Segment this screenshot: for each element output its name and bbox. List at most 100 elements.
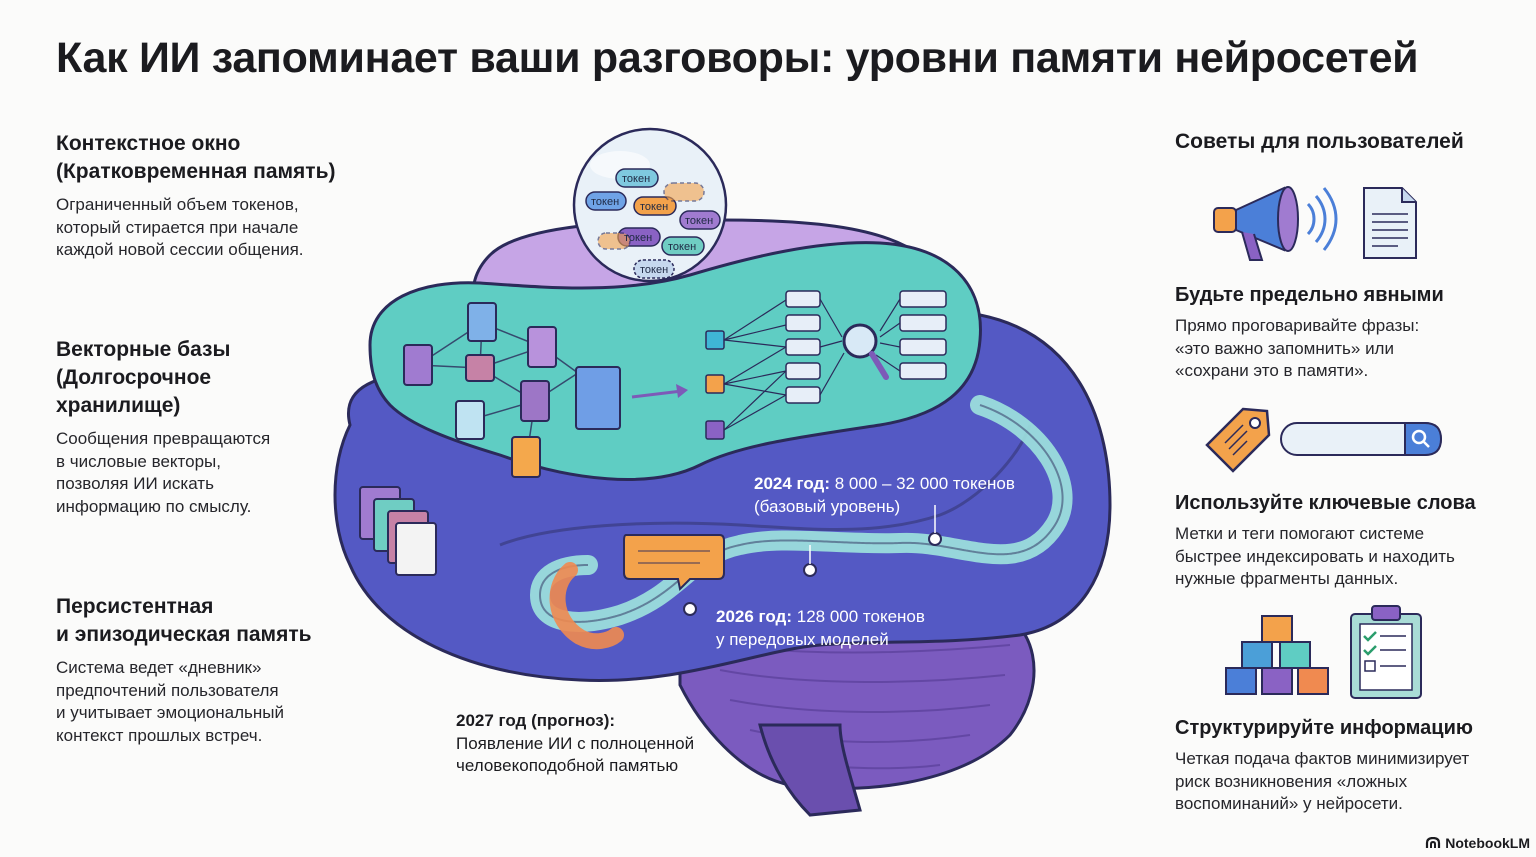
tip-keywords-heading: Используйте ключевые слова: [1175, 492, 1476, 514]
vector-slot: [785, 362, 821, 380]
timeline-year: 2026 год:: [716, 607, 793, 626]
timeline-2024-label: 2024 год: 8 000 – 32 000 токенов (базовы…: [754, 473, 1015, 518]
page-title: Как ИИ запоминает ваши разговоры: уровни…: [56, 34, 1419, 82]
chat-bubble-icon: [623, 534, 725, 592]
text-line: в числовые векторы,: [56, 451, 221, 471]
context-window-block: Контекстное окно (Кратковременная память…: [56, 130, 386, 262]
vector-slot: [785, 386, 821, 404]
text-line: каждой новой сессии общения.: [56, 240, 304, 259]
vector-slot: [785, 290, 821, 308]
timeline-value: 8 000 – 32 000 токенов: [830, 474, 1015, 493]
token-chip: [679, 210, 721, 230]
token-chip: [597, 232, 631, 250]
megaphone-icon: [1213, 186, 1338, 261]
token-label: токен: [640, 264, 668, 276]
network-arrow: [631, 389, 683, 399]
doc-node: [527, 326, 557, 368]
timeline-marker: [803, 563, 817, 577]
vector-slot: [785, 314, 821, 332]
document-icon: [1363, 187, 1417, 259]
timeline-marker: [683, 602, 697, 616]
tag-icon: [1205, 407, 1271, 473]
timeline-value: 128 000 токенов: [792, 607, 925, 626]
doc-node: [520, 380, 550, 422]
brain-diagram: токен токен токен токен токен токен токе…: [320, 125, 1140, 825]
brain-stem: [758, 723, 862, 817]
input-node: [705, 374, 725, 394]
token-chip: [633, 196, 677, 216]
inner-fold: [499, 424, 1032, 547]
doc-node: [467, 302, 497, 342]
token-label: токен: [685, 215, 713, 227]
input-lines: [723, 299, 787, 431]
slot-lines: [819, 298, 901, 396]
context-window-text: Ограниченный объем токенов, который стир…: [56, 194, 386, 262]
vector-slot: [785, 338, 821, 356]
text-line: риск возникновения «ложных: [1175, 771, 1408, 791]
heading-line: (Кратковременная память): [56, 160, 336, 183]
timeline-year: 2024 год:: [754, 474, 831, 493]
doc-node: [455, 400, 485, 440]
vector-db-text: Сообщения превращаются в числовые вектор…: [56, 428, 386, 518]
text-line: «сохрани это в памяти».: [1175, 361, 1369, 380]
tip-keywords: Используйте ключевые слова Метки и теги …: [1175, 489, 1515, 591]
tip-explicit-text: Прямо проговаривайте фразы: «это важно з…: [1175, 315, 1515, 383]
tip-structure-text: Четкая подача фактов минимизирует риск в…: [1175, 748, 1515, 816]
token-label: токен: [640, 201, 668, 213]
blocks-icon: [1225, 615, 1329, 695]
vector-slot: [899, 290, 947, 308]
tip-explicit: Будьте предельно явными Прямо проговарив…: [1175, 281, 1515, 383]
episodic-memory-heading: Персистентная и эпизодическая память: [56, 593, 386, 649]
vector-slot: [899, 314, 947, 332]
text-line: информацию по смыслу.: [56, 496, 252, 516]
heading-line: Векторные базы: [56, 338, 231, 361]
timeline-glow: [549, 562, 624, 650]
text-line: воспоминаний» у нейросети.: [1175, 794, 1403, 813]
doc-node: [575, 366, 621, 430]
text-line: «это важно запомнить» или: [1175, 338, 1394, 358]
vector-db-heading: Векторные базы (Долгосрочное хранилище): [56, 336, 386, 420]
search-magnifier-icon: [842, 323, 878, 359]
token-label: токен: [624, 232, 652, 244]
text-line: контекст прошлых встреч.: [56, 725, 263, 745]
text-line: Четкая подача фактов минимизирует: [1175, 749, 1470, 768]
timeline-line: Появление ИИ с полноценной: [456, 733, 695, 753]
search-bar-icon: [1280, 422, 1443, 456]
heading-line: хранилище): [56, 394, 181, 417]
token-label: токен: [591, 196, 619, 208]
token-label: токен: [668, 241, 696, 253]
timeline-marker: [928, 532, 942, 546]
timeline-2027-label: 2027 год (прогноз): Появление ИИ с полно…: [456, 710, 694, 778]
token-chip: [661, 236, 705, 256]
timeline-sub: у передовых моделей: [716, 629, 889, 649]
vector-slots: [785, 290, 947, 404]
tip-explicit-heading: Будьте предельно явными: [1175, 284, 1444, 306]
vector-docs: [403, 302, 621, 478]
notebooklm-logo-icon: [1426, 837, 1441, 848]
checklist-icon: [1350, 605, 1422, 699]
heading-line: и эпизодическая память: [56, 623, 312, 646]
text-line: Прямо проговаривайте фразы:: [1175, 316, 1420, 335]
brand-name: NotebookLM: [1445, 835, 1530, 851]
token-chips: [585, 168, 721, 279]
context-window-heading: Контекстное окно (Кратковременная память…: [56, 130, 386, 186]
token-label: токен: [622, 173, 650, 185]
brand-watermark: NotebookLM: [1425, 835, 1530, 851]
timeline-line: человекоподобной памятью: [456, 756, 679, 775]
doc-node: [465, 354, 495, 382]
episodic-memory-block: Персистентная и эпизодическая память Сис…: [56, 593, 386, 747]
brain-illustration: токен токен токен токен токен токен токе…: [333, 127, 1112, 817]
token-chip: [633, 259, 675, 279]
text-line: который стирается при начале: [56, 217, 299, 237]
timeline-sub: (базовый уровень): [754, 496, 901, 516]
text-line: предпочтений пользователя: [56, 680, 279, 700]
token-chip: [663, 182, 705, 202]
doc-node: [403, 344, 433, 386]
text-line: Система ведет «дневник»: [56, 658, 262, 677]
input-node: [705, 420, 725, 440]
vector-db-block: Векторные базы (Долгосрочное хранилище) …: [56, 336, 386, 518]
doc-node: [511, 436, 541, 478]
vector-slot: [899, 362, 947, 380]
timeline-year: 2027 год (прогноз):: [456, 711, 616, 730]
text-line: Метки и теги помогают системе: [1175, 524, 1425, 543]
